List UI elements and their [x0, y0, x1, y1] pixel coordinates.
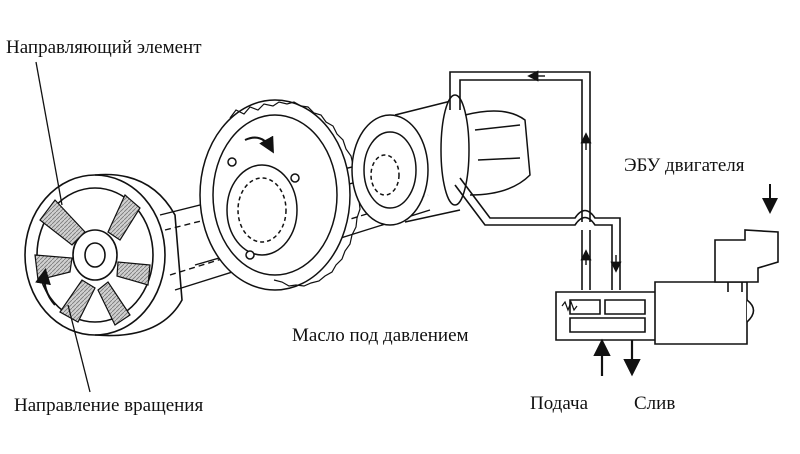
vane-housing — [25, 175, 182, 336]
oil-lines — [450, 72, 620, 290]
label-ecu: ЭБУ двигателя — [624, 155, 745, 176]
ecu-connector — [715, 230, 778, 292]
rotation-arrow — [35, 268, 55, 305]
label-drain: Слив — [634, 393, 676, 414]
flow-arrows — [527, 70, 622, 273]
sprocket-rotation-arrow — [245, 135, 274, 154]
label-guide-element: Направляющий элемент — [6, 37, 202, 58]
label-rotation-direction: Направление вращения — [14, 395, 204, 416]
leader-lines — [36, 62, 90, 392]
sprocket — [200, 100, 350, 290]
camshaft-body — [352, 95, 530, 225]
label-supply: Подача — [530, 393, 589, 414]
oil-control-valve — [556, 282, 754, 344]
label-oil-pressure: Масло под давлением — [292, 325, 469, 346]
valve-spring — [562, 302, 577, 310]
